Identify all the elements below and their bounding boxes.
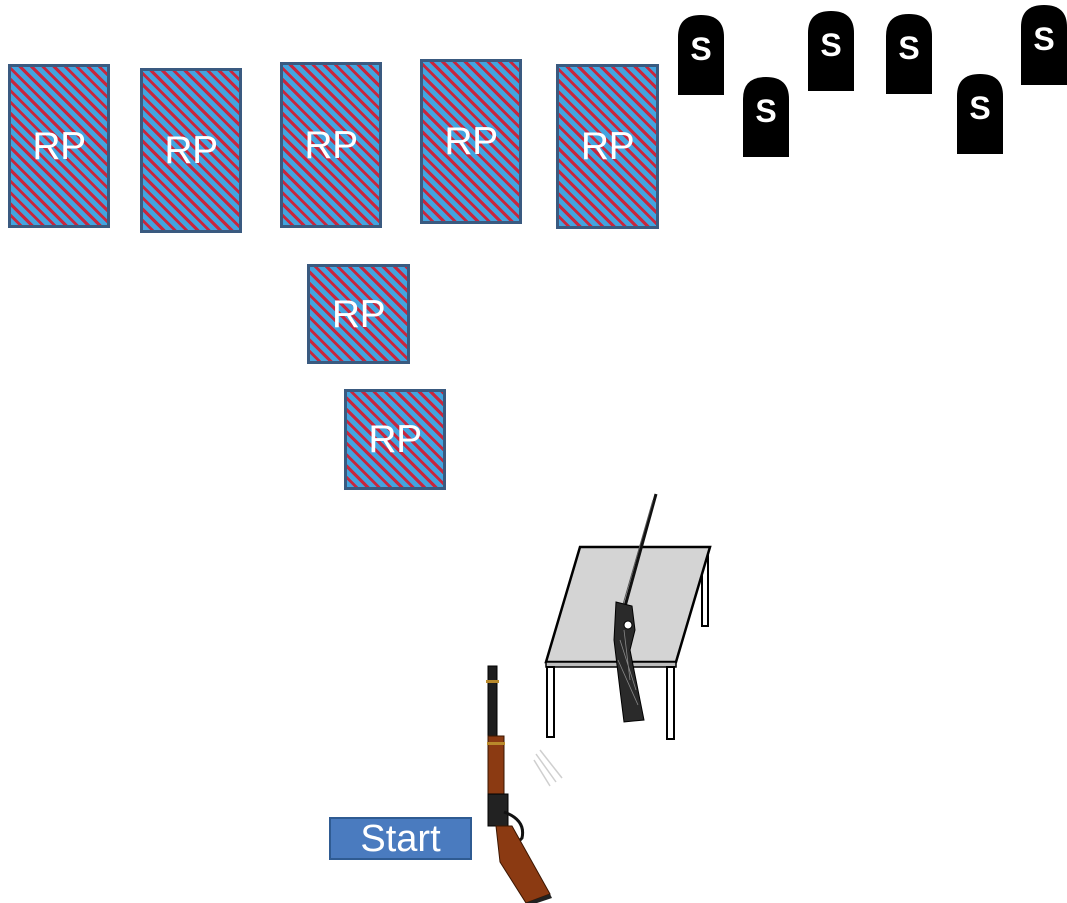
rp-target-6[interactable]: RP [307,264,410,364]
steel-target-label: S [969,90,990,126]
steel-target-5[interactable]: S [957,74,1003,154]
shotgun-icon [613,493,658,723]
lever-action-rifle [478,662,568,903]
rp-target-5[interactable]: RP [556,64,659,229]
rp-target-2[interactable]: RP [140,68,242,233]
rp-target-3[interactable]: RP [280,62,382,228]
start-button[interactable]: Start [329,817,472,860]
rp-target-label: RP [32,124,86,168]
rp-target-7[interactable]: RP [344,389,446,490]
steel-target-label: S [898,30,919,66]
steel-target-4[interactable]: S [886,14,932,94]
rp-target-label: RP [444,120,498,163]
rp-target-label: RP [331,292,386,336]
table-icon [544,493,712,740]
rp-target-4[interactable]: RP [420,59,522,224]
rp-target-label: RP [368,418,422,461]
steel-target-label: S [1033,21,1054,57]
steel-target-label: S [820,27,841,63]
steel-target-6[interactable]: S [1021,5,1067,85]
lever-action-rifle-icon [486,665,563,903]
rp-target-label: RP [580,125,635,168]
table-with-shotgun [540,490,720,745]
steel-target-label: S [755,93,776,129]
rp-target-label: RP [304,123,358,167]
steel-target-3[interactable]: S [808,11,854,91]
steel-target-label: S [690,31,711,67]
steel-target-1[interactable]: S [678,15,724,95]
steel-target-2[interactable]: S [743,77,789,157]
rp-target-1[interactable]: RP [8,64,110,228]
rp-target-label: RP [164,129,218,172]
